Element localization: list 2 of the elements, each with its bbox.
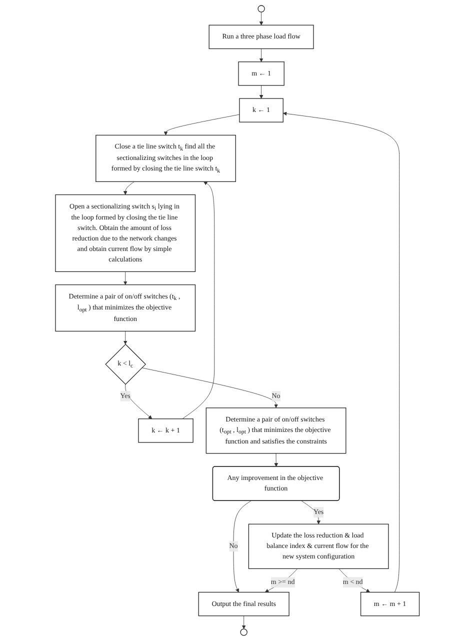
node-circle bbox=[240, 628, 248, 636]
node-circle bbox=[257, 5, 264, 12]
